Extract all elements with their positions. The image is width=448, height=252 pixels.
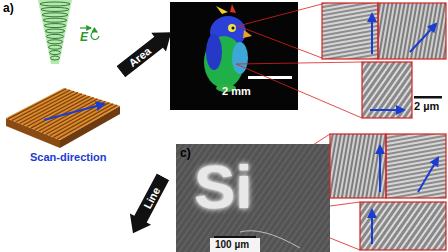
vector-arrow xyxy=(80,27,91,28)
laser-beam xyxy=(38,0,72,64)
panel-letter: c) xyxy=(180,147,191,159)
arrow-shape: Area xyxy=(113,23,178,81)
polarization-symbol xyxy=(91,31,99,39)
sem-image xyxy=(176,144,330,252)
arrow-shape: Line xyxy=(122,171,173,239)
panel-letter: a) xyxy=(3,2,14,14)
sem-panels xyxy=(322,3,446,118)
scale-label: 2 mm xyxy=(222,86,251,97)
scale-label: 2 µm xyxy=(414,101,439,112)
structure-letters: Si xyxy=(194,156,253,218)
sample-surface xyxy=(6,88,120,148)
sem-panels xyxy=(330,134,446,250)
color-image xyxy=(170,2,298,110)
scale-label: 100 µm xyxy=(215,240,249,250)
direction-label: Scan-direction xyxy=(30,152,106,163)
field-symbol: E xyxy=(80,31,88,43)
